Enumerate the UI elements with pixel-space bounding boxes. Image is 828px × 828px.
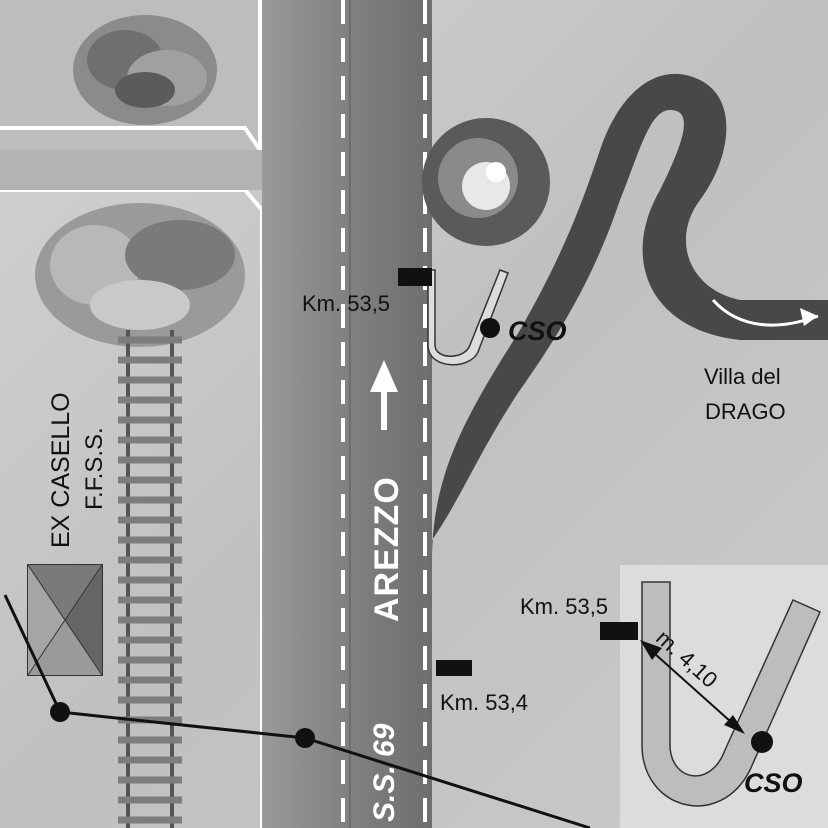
distance-arrow-head: [640, 640, 662, 660]
tree-icon: [35, 203, 245, 347]
railway-track-icon: [118, 330, 182, 828]
km-marker-icon: [600, 622, 638, 640]
branch-road: [432, 73, 828, 560]
section-line: [3, 594, 591, 828]
villa-label-line2: DRAGO: [705, 399, 786, 424]
cso-label-main: CSO: [508, 316, 567, 346]
section-point-1: [50, 702, 70, 722]
cso-point-icon: [480, 318, 500, 338]
drain-channel-inset: [641, 581, 821, 807]
km-marker-icon: [398, 268, 432, 286]
road-name-label: S.S. 69: [368, 723, 401, 822]
block-border-top: [0, 0, 262, 157]
distance-line: [644, 644, 741, 731]
ex-casello-label-line2: F.F.S.S.: [81, 427, 108, 510]
arrow-up-icon: [370, 360, 398, 430]
arezzo-label: AREZZO: [368, 476, 406, 622]
cso-label-inset: CSO: [744, 768, 803, 798]
cso-point-icon: [751, 731, 773, 753]
main-road: [262, 0, 432, 828]
tree-icon: [73, 15, 217, 125]
drain-channel-main: [427, 269, 509, 366]
branch-arrow-head: [800, 308, 818, 326]
side-street: [0, 150, 262, 190]
km-label-53-4: Km. 53,4: [440, 690, 529, 715]
building-icon: [27, 564, 103, 676]
ex-casello-label-line1: EX CASELLO: [47, 392, 75, 548]
section-point-2: [295, 728, 315, 748]
villa-label-line1: Villa del: [704, 364, 781, 389]
distance-arrow-tail: [724, 715, 745, 734]
km-label-inset: Km. 53,5: [520, 594, 609, 619]
km-label-53-5: Km. 53,5: [302, 291, 391, 316]
km-marker-icon: [436, 660, 472, 676]
tree-icon: [422, 118, 550, 246]
